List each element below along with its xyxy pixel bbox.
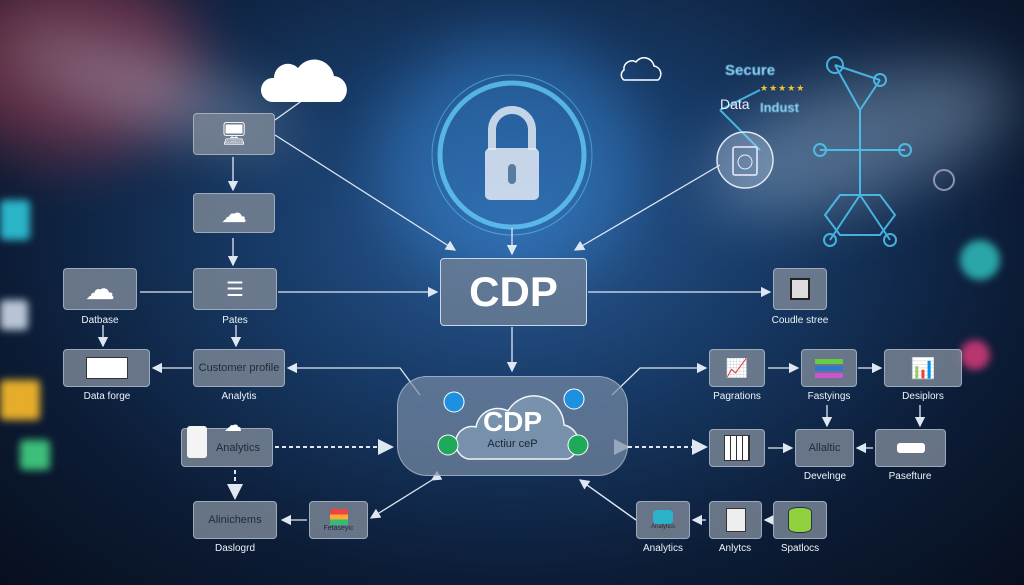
alinichems-text: Alinichems [208,514,262,526]
server-stack-icon: ☰ [226,278,244,301]
customer-profile-text: Customer profile [198,362,280,374]
pasefture-label: Pasefture [888,471,932,482]
analytics-icon-text: Analytics [650,524,675,530]
chat-icon [653,510,673,524]
server-light [0,300,28,330]
monitor-icon: 🖥 [220,121,248,146]
coudle-label: Coudle stree [771,315,829,326]
pates-node[interactable]: ☰ [193,268,277,310]
disk-badge-icon [716,131,774,189]
rating-stars: ★★★★★ [760,83,806,93]
pagrations-node[interactable]: 📈 [709,349,765,387]
alinichems-caption: Daslogrd [214,543,256,554]
cloud-icon: ☁ [224,415,242,435]
cdp-hub[interactable]: CDP [440,258,587,326]
cdp-cloud-title: CDP [482,406,543,437]
document-icon [725,508,746,532]
document-list-icon [187,426,207,458]
cdp-cloud-subtitle: Actiur ceP [487,438,538,450]
database-icon [788,507,812,533]
secure-text: Secure [725,62,776,79]
cloud-icon [260,59,347,102]
server-light [0,380,40,420]
grid-node[interactable] [709,429,765,467]
document-icon [85,357,128,379]
pagrations-label: Pagrations [713,391,761,402]
bar-icon [815,358,843,364]
cloud-icon: ☁ [221,197,247,228]
data-forge-label: Data forge [83,391,131,402]
data-forge-node[interactable] [63,349,150,387]
lock-icon [485,106,539,200]
data-text: Data [720,96,750,112]
fetaseyic-node[interactable]: Fetaseyic [309,501,368,539]
database-node[interactable]: ☁ [63,268,137,310]
pasefture-node[interactable] [875,429,946,467]
fetaseyic-text: Fetaseyic [323,524,354,532]
fastyings-label: Fastyings [807,391,851,402]
cloud-node[interactable]: ☁ [193,193,275,233]
customer-profile-node[interactable]: Customer profile [193,349,285,387]
device-icon [896,443,925,453]
pates-label: Pates [222,315,248,326]
spatlocs-node[interactable] [773,501,827,539]
analytics2-node[interactable] [709,501,762,539]
allaltic-node[interactable]: Allaltic [795,429,854,467]
server-light [960,240,1000,280]
coudle-node[interactable] [773,268,827,310]
allaltic-text: Allaltic [808,442,841,454]
cdp-hub-title: CDP [469,268,558,315]
cloud-icon: ☁ [85,272,115,306]
bar-icon [815,372,843,378]
grid-icon [724,435,750,461]
server-light [20,440,50,470]
stack-color-icon [329,508,348,525]
bar-icon [815,365,843,371]
monitor-node[interactable]: 🖥 [193,113,275,155]
analytics-icon-node[interactable]: Analytics [636,501,690,539]
customer-profile-caption: Analytis [221,391,257,402]
bar-chart-icon: 📊 [910,357,936,380]
database-label: Datbase [81,315,119,326]
alinichems-node[interactable]: Alinichems [193,501,277,539]
cdp-cloud-hub[interactable]: CDP Actiur ceP [397,376,628,476]
allaltic-caption: Develnge [803,471,847,482]
analytics-node[interactable]: ☁ Analytics [181,415,273,467]
cloud-icon [620,57,662,81]
desiplors-node[interactable]: 📊 [884,349,962,387]
analytics1-label: Analytics [642,543,684,554]
server-light [960,340,990,370]
spatlocs-label: Spatlocs [780,543,820,554]
analytics2-label: Anlytcs [718,543,752,554]
trend-icon: 📈 [725,357,749,378]
network-graph-icon [719,56,955,247]
indust-text: Indust [760,100,799,115]
checklist-icon [790,278,810,300]
analytics-text: Analytics [215,441,260,454]
cloud-outline-icon [437,388,589,460]
server-light [0,200,30,240]
fastyings-node[interactable] [801,349,857,387]
desiplors-label: Desiplors [902,391,944,402]
